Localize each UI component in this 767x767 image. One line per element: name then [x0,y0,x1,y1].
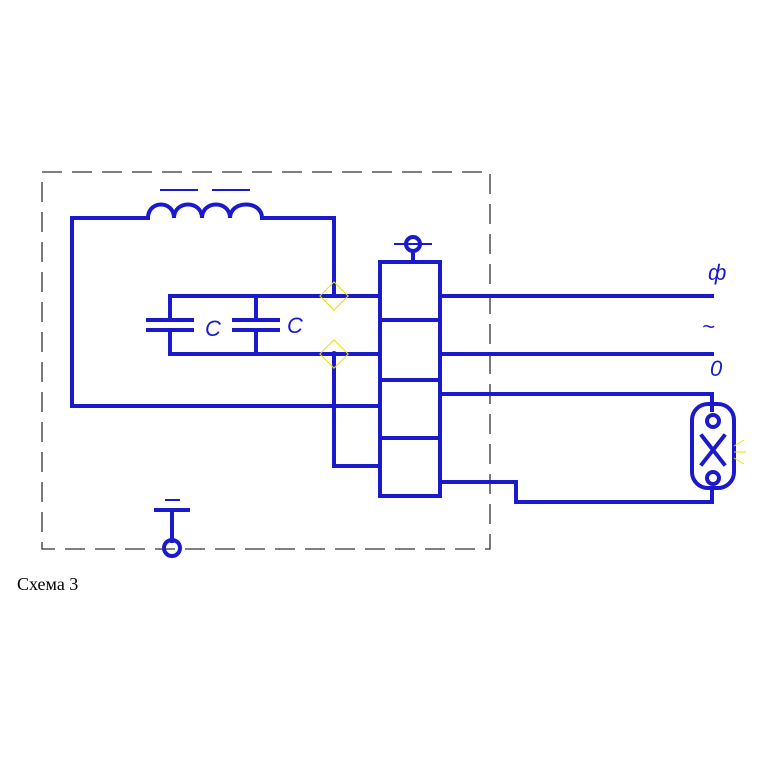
terminal-ac-label: ~ [702,314,715,339]
inductor [70,189,336,294]
capacitor-network [146,294,382,356]
terminal-phase-label: ф [708,260,726,285]
diagram-caption: Схема 3 [17,574,79,594]
internal-wire [332,352,382,468]
lamp-device [690,402,746,490]
capacitor-label-1: C [205,316,221,341]
left-loop-wire [70,216,382,408]
lamp-feed-top [438,392,714,412]
ground-symbol [154,499,190,558]
capacitor-label-2: C [287,313,303,338]
terminal-block [378,235,442,498]
lamp-feed-bottom [438,480,714,504]
junction-highlight-top [319,281,349,311]
junction-dot [331,351,337,357]
junction-highlight-bottom [319,339,349,369]
terminal-zero-label: 0 [710,356,723,381]
dashed-enclosure [41,171,491,550]
